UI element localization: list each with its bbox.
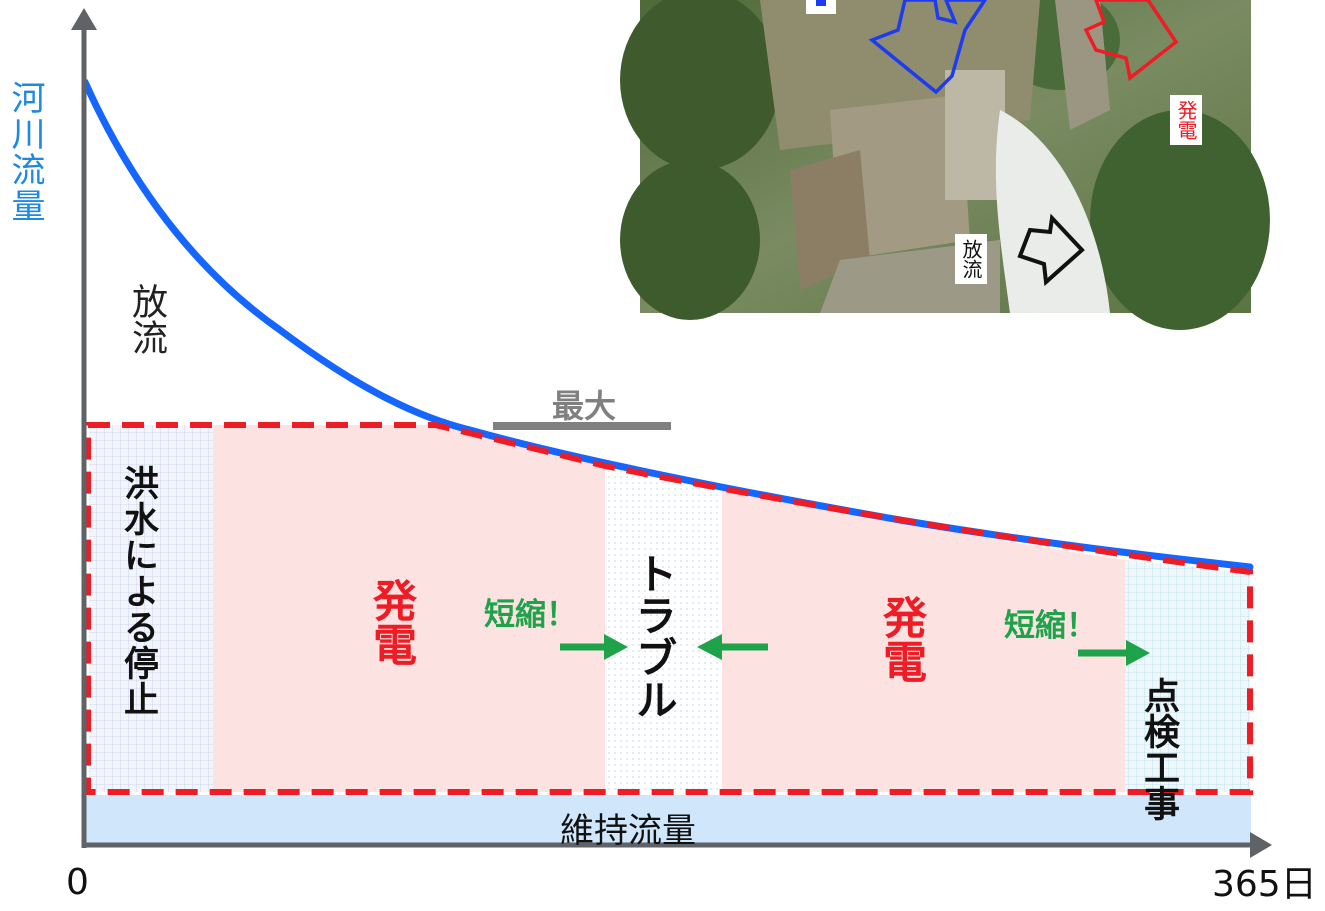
maintenance-flow-band: [86, 795, 1251, 845]
blue-corner-mark: [806, 0, 836, 14]
max-bar: [493, 422, 671, 430]
photo-generation-label: 発電: [1170, 95, 1202, 145]
flood-stop-region: [89, 425, 213, 792]
inspection-region: [1125, 560, 1250, 792]
trouble-region: [605, 466, 722, 792]
inspection-label: 点検工事: [1138, 677, 1179, 821]
arrow-left-icon: [697, 634, 768, 660]
x-axis-start-label: 0: [66, 862, 89, 903]
maintenance-flow-label: 維持流量: [560, 811, 696, 851]
flood-stop-label: 洪水による停止: [118, 465, 158, 717]
shorten-label-1: 短縮！: [484, 597, 577, 633]
generation-region-2: [722, 491, 1125, 792]
generation-label-1: 発電: [365, 578, 416, 666]
photo-release-label: 放流: [955, 234, 987, 284]
black-arrow-icon: [1017, 213, 1085, 287]
blue-arrow-icon: [868, 0, 988, 95]
red-arrow-icon: [1083, 0, 1179, 82]
generation-label-2: 発電: [875, 595, 926, 683]
x-axis-end-label: 365日: [1212, 864, 1317, 905]
trouble-label: トラブル: [629, 552, 678, 720]
release-label: 放流: [126, 283, 167, 355]
y-axis-label: 河川流量: [5, 80, 45, 224]
generation-boundary: [85, 422, 1253, 795]
generation-region-1: [213, 425, 605, 792]
arrow-right-icon: [560, 634, 628, 660]
arrow-right-icon: [1078, 640, 1150, 666]
dam-photo: [620, 0, 1270, 330]
blue-corner-mark-inner: [816, 0, 826, 6]
y-axis-arrowhead: [71, 8, 97, 30]
max-label: 最大: [552, 387, 617, 425]
x-axis-arrowhead: [1250, 832, 1272, 858]
shorten-label-2: 短縮！: [1004, 608, 1097, 644]
